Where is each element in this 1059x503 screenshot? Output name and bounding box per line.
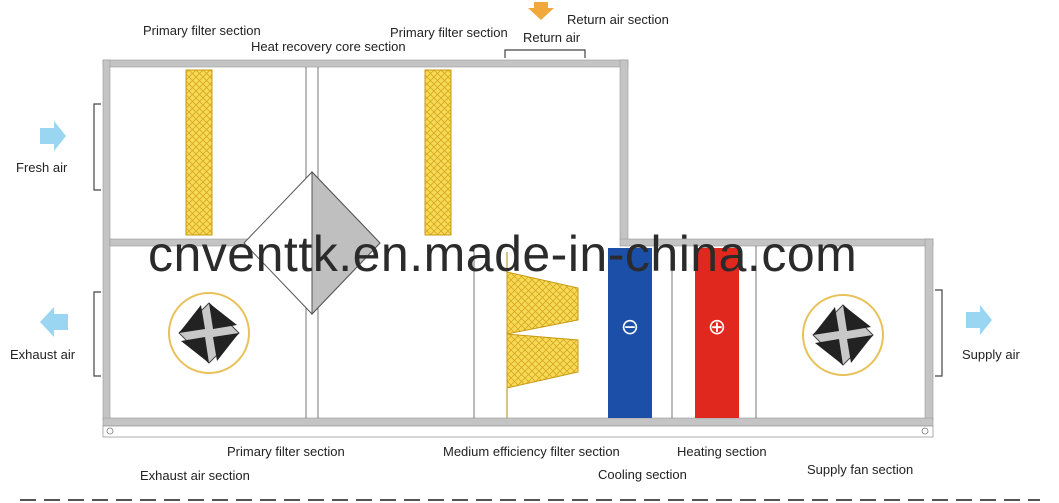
label-primary-filter-top-left: Primary filter section [143,23,261,38]
duct-flanges [93,49,943,377]
primary-filter-top-left [185,69,213,236]
exhaust-air-arrow-icon [40,307,68,337]
supply-air-arrow-icon [966,305,992,335]
medium-efficiency-filter [506,252,579,418]
exhaust-fan-icon [168,292,250,374]
watermark: cnventtk.en.made-in-china.com [148,226,858,282]
fresh-air-arrow-icon [40,121,66,151]
label-supply-air: Supply air [962,347,1020,362]
label-primary-filter-bottom: Primary filter section [227,444,345,459]
right-wall [924,238,934,421]
label-return-air-section: Return air section [567,12,669,27]
base-frame [102,417,934,438]
heating-symbol: ⊕ [708,315,726,340]
label-medium-efficiency-filter: Medium efficiency filter section [443,444,620,459]
supply-fan-icon [802,294,884,376]
cooling-coil [608,248,652,418]
label-fresh-air: Fresh air [16,160,68,175]
heat-recovery-core [243,170,381,316]
label-heating-section: Heating section [677,444,767,459]
label-cooling-section: Cooling section [598,467,687,482]
label-exhaust-air: Exhaust air [10,347,76,362]
heating-coil [695,248,739,418]
cooling-symbol: ⊖ [621,315,639,340]
primary-filter-top-right [424,69,452,236]
label-supply-fan-section: Supply fan section [807,462,914,477]
label-return-air: Return air [523,30,581,45]
label-heat-recovery-core: Heat recovery core section [251,39,406,54]
label-primary-filter-top-right: Primary filter section [390,25,508,40]
label-exhaust-air-section: Exhaust air section [140,468,250,483]
return-air-arrow-icon [528,2,554,20]
